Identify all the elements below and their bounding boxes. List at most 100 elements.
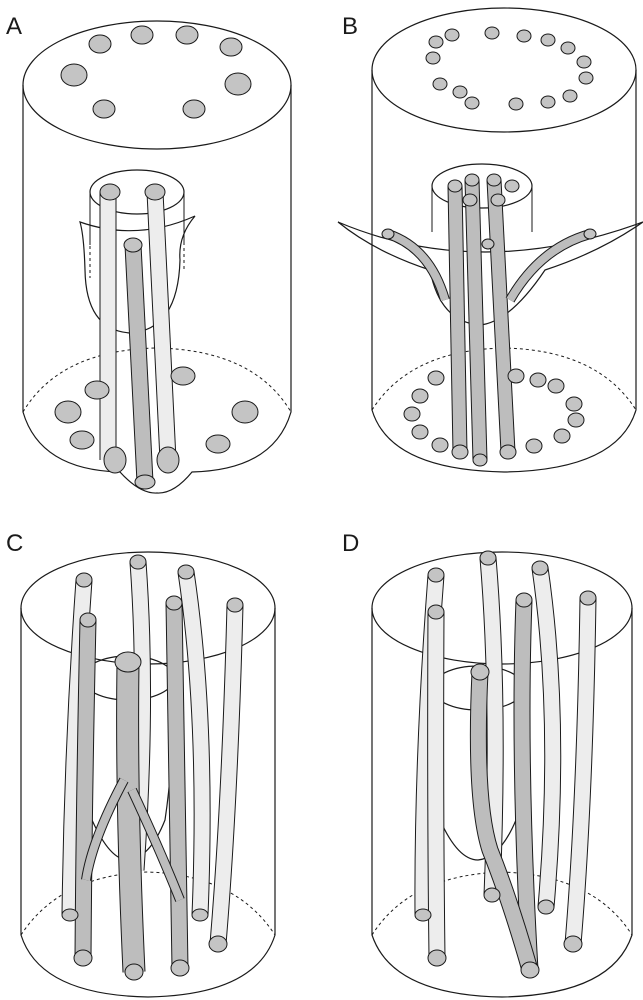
pore-a [70,431,94,449]
strand-cap-d [516,593,532,607]
strand-cap-d [564,936,582,952]
pore-b [568,413,584,427]
strand-cap-a [100,184,120,200]
strand-cap-b [382,229,394,239]
strand-cap-c [125,964,143,980]
strand-cap-b [465,174,479,186]
strand-cap-d [428,568,444,582]
strand-cap-a [135,475,155,489]
pore-a [220,38,242,56]
pore-a [93,100,115,118]
strand-cap-b [505,180,519,192]
pore-b [541,34,555,46]
strand-cap-d [480,551,496,565]
pore-b [517,30,531,42]
branch-outline-b [388,234,445,300]
pore-a [206,435,230,453]
strand-cap-c [130,555,146,569]
strand-dark-c [174,603,180,968]
pore-a [225,73,251,95]
panel-label-b: B [342,13,358,40]
strand-cap-c [171,960,189,976]
strand-cap-c [209,936,227,952]
pore-b [465,97,479,109]
strand-cap-b [584,229,596,239]
inner-tube-side-b [432,186,532,232]
strand-cap-d [484,888,500,902]
pore-b [561,42,575,54]
strand-cap-b [491,194,505,206]
pore-b [508,369,524,383]
strand-cap-b [452,445,468,459]
pore-b [509,98,523,110]
panel-d: D [342,530,632,997]
strand-cap-d [415,909,431,921]
pore-b [577,56,591,68]
pore-b [579,72,593,84]
cylinder-base-back-c [21,872,275,935]
strand-cap-c [227,598,243,612]
strand-cap-c [74,950,92,966]
panel-label-d: D [342,530,359,557]
strand-cap-b [500,445,516,459]
strands-d [423,558,588,970]
pore-b [554,429,570,443]
pore-a [171,367,195,385]
pore-b [412,389,428,403]
panel-label-c: C [6,530,23,557]
strand-cap-a [124,238,142,252]
strand-cap-c [62,909,78,921]
strand-cap-d [521,962,539,978]
pore-b [428,371,444,385]
pore-b [429,36,443,48]
strand-cap-a [104,447,126,473]
pore-a [61,64,87,86]
strand-cap-a [157,447,179,473]
strand-cap-d [538,900,554,914]
pore-b [445,29,459,41]
strand-cap-c [166,596,182,610]
strand-cap-c [115,652,141,672]
strand-cap-c [192,909,208,921]
pore-b [453,86,467,98]
panel-a: A [6,13,291,493]
panel-label-a: A [6,13,22,40]
strand-cap-b [473,454,487,466]
strand-cap-a [145,184,165,200]
strand-d [436,612,437,958]
branch-outline-b [510,234,590,300]
pore-a [55,401,81,423]
pore-b [563,90,577,102]
bottom-pores-b [404,369,584,453]
strand-cap-c [80,613,96,627]
strand-dark-c [128,662,134,972]
strand-cap-d [428,950,446,966]
strand-cap-c [178,565,194,579]
strand-cap-d [580,591,596,605]
strand-a2 [155,192,168,460]
pore-b [432,438,448,452]
pore-b [433,78,447,90]
strand-cap-b [463,194,477,206]
panel-b: B [338,8,643,472]
strand-dark-c [83,620,88,958]
strand-cap-d [532,561,548,575]
pore-b [412,425,428,439]
cylinder-top-b [372,8,636,132]
top-pores-a [61,26,251,118]
strand-cap-d [471,664,489,680]
strand-cap-b [487,174,501,186]
panel-c: C [6,530,275,997]
pore-a [131,26,153,44]
pore-a [232,401,258,423]
strand-cap-b [448,180,462,192]
strand-cap-c [76,573,92,587]
top-pores-b [426,27,593,110]
pore-b [426,52,440,64]
strand-b [472,180,480,460]
strand-b [455,186,460,452]
strand-b [494,180,508,452]
pore-a [183,100,205,118]
pore-a [85,381,109,399]
pore-a [176,26,198,44]
